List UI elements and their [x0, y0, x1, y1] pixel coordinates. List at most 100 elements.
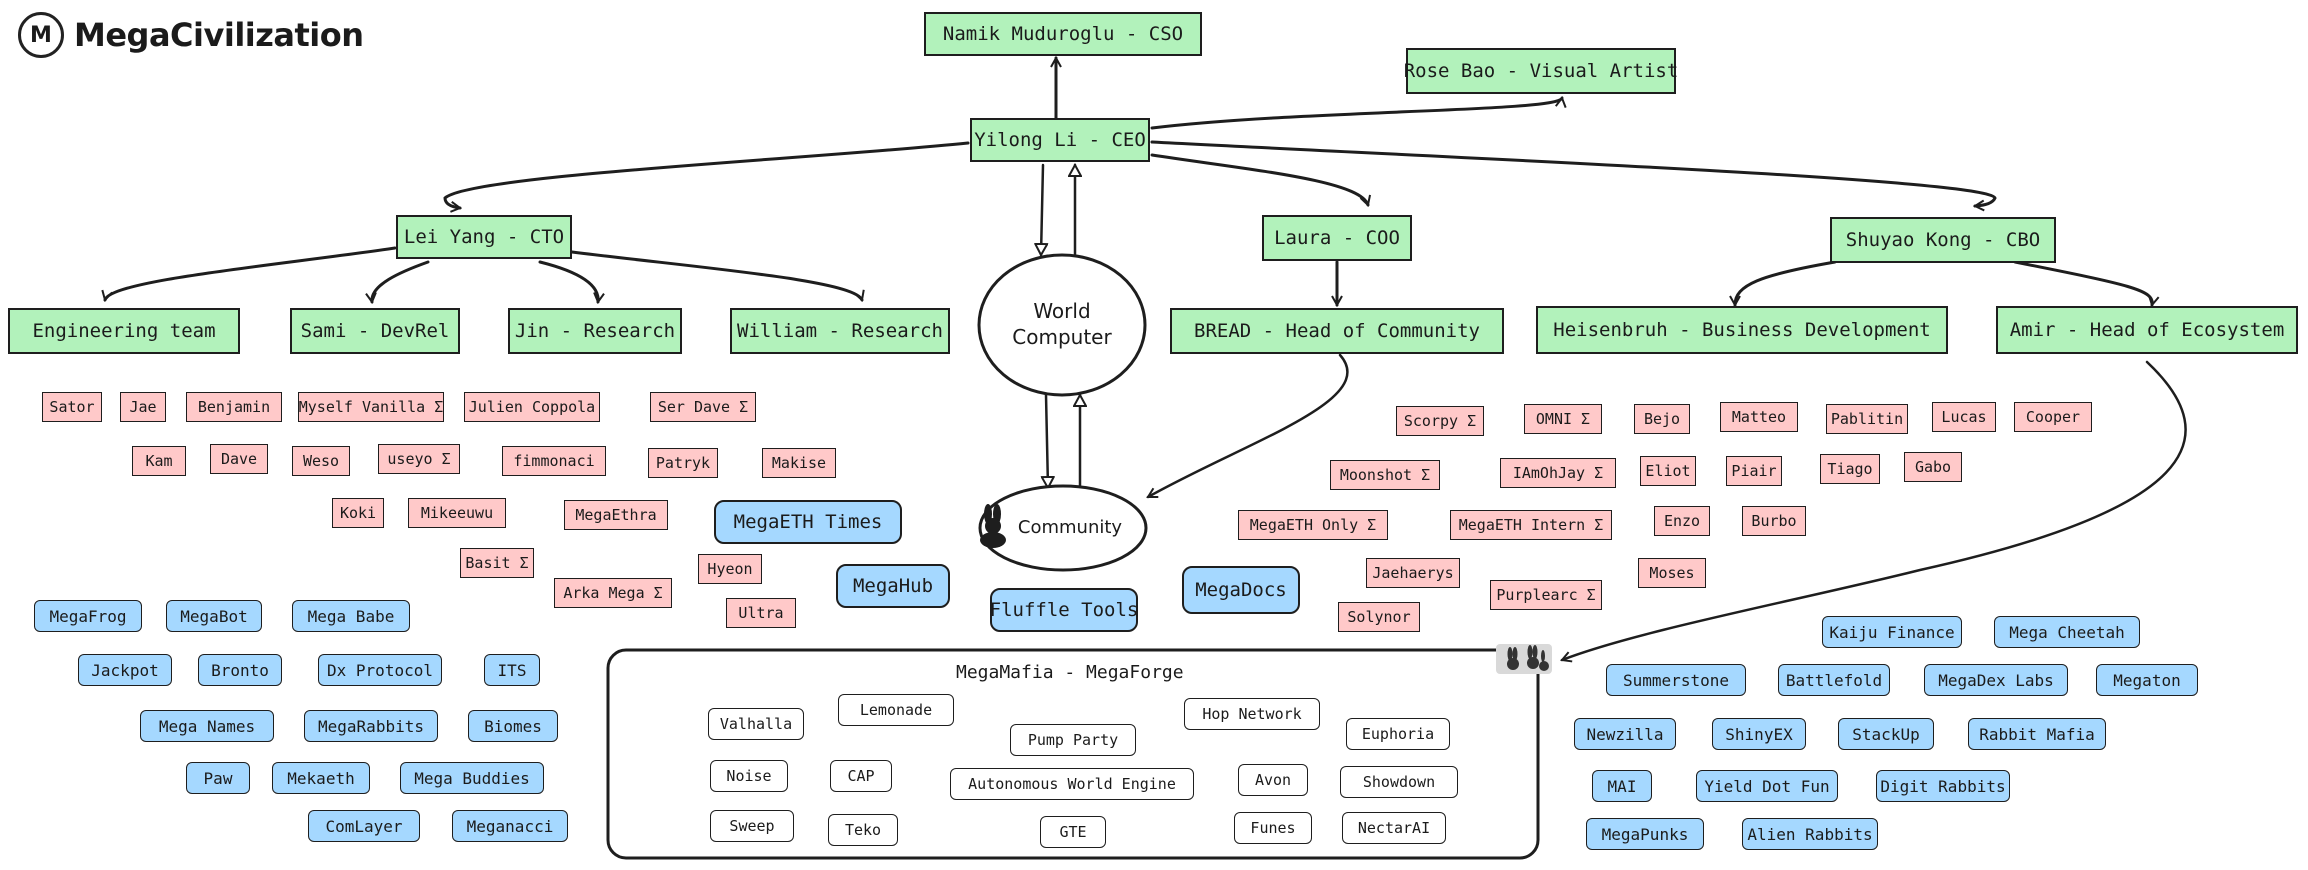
team-member: Makise	[762, 448, 836, 478]
ecosystem-project: ITS	[484, 654, 540, 686]
ecosystem-project: Newzilla	[1574, 718, 1676, 750]
ceo-to-cbo-line	[1150, 140, 1997, 206]
forge-project: Sweep	[710, 810, 794, 842]
forge-project: Showdown	[1340, 766, 1458, 798]
project-megadocs: MegaDocs	[1182, 566, 1300, 614]
ecosystem-project: Megaton	[2096, 664, 2198, 696]
team-member: fimmonaci	[502, 446, 606, 476]
role-bread: BREAD - Head of Community	[1170, 308, 1504, 354]
project-megaeth-times: MegaETH Times	[714, 500, 902, 544]
world-computer-circle	[977, 253, 1147, 397]
team-member: Arka Mega Σ	[554, 578, 672, 608]
team-member: Ultra	[726, 598, 796, 628]
community-member: Cooper	[2014, 402, 2092, 432]
brand-logo: M MegaCivilization	[18, 12, 364, 58]
team-member: Julien Coppola	[464, 392, 600, 422]
community-member: Piair	[1726, 456, 1782, 486]
role-coo: Laura - COO	[1262, 215, 1412, 261]
forge-project: Hop Network	[1184, 698, 1320, 730]
project-megahub: MegaHub	[836, 564, 950, 608]
world-computer-label: World Computer	[992, 298, 1132, 350]
ecosystem-project: MegaPunks	[1586, 818, 1704, 850]
team-member: Weso	[292, 446, 350, 476]
community-member: Tiago	[1820, 454, 1880, 484]
ecosystem-project: Paw	[186, 762, 250, 794]
team-member: Basit Σ	[460, 548, 534, 578]
community-member: Matteo	[1720, 402, 1798, 432]
ecosystem-project: MegaRabbits	[304, 710, 438, 742]
team-member: Kam	[132, 446, 186, 476]
team-member: Patryk	[648, 448, 718, 478]
forge-project: Autonomous World Engine	[950, 768, 1194, 800]
bread-to-community-line	[1148, 353, 1349, 499]
role-heisenbruh: Heisenbruh - Business Development	[1536, 306, 1948, 354]
ecosystem-project: MegaDex Labs	[1924, 664, 2068, 696]
role-ceo: Yilong Li - CEO	[970, 118, 1150, 162]
logo-icon: M	[18, 12, 64, 58]
community-member: OMNI Σ	[1524, 404, 1602, 434]
forge-project: CAP	[830, 760, 892, 792]
ecosystem-project: Rabbit Mafia	[1968, 718, 2106, 750]
world-computer-line1: World	[1033, 299, 1091, 323]
team-member: MegaEthra	[564, 500, 668, 530]
ecosystem-project: Digit Rabbits	[1876, 770, 2010, 802]
community-member: Gabo	[1904, 452, 1962, 482]
team-member: Jae	[120, 392, 166, 422]
team-member: Benjamin	[186, 392, 282, 422]
role-jin-research: Jin - Research	[508, 308, 682, 354]
world-computer-line2: Computer	[1012, 325, 1112, 349]
ecosystem-project: ShinyEX	[1712, 718, 1806, 750]
ecosystem-project: Alien Rabbits	[1742, 818, 1878, 850]
project-fluffle-tools: Fluffle Tools	[990, 588, 1138, 632]
world-to-community-line	[1046, 393, 1048, 488]
ecosystem-project: Mega Babe	[292, 600, 410, 632]
community-member: MegaETH Intern Σ	[1450, 510, 1612, 540]
community-member: Moses	[1638, 558, 1706, 588]
ecosystem-project: Biomes	[468, 710, 558, 742]
role-cso: Namik Muduroglu - CSO	[924, 12, 1202, 56]
ecosystem-project: MegaFrog	[34, 600, 142, 632]
team-member: Mikeeuwu	[408, 498, 506, 528]
megaforge-title: MegaMafia - MegaForge	[956, 662, 1184, 683]
community-member: Moonshot Σ	[1330, 460, 1440, 490]
forge-project: Avon	[1238, 764, 1308, 796]
ecosystem-project: Mega Names	[140, 710, 274, 742]
bunny-icon	[976, 504, 1010, 548]
team-member: Myself Vanilla Σ	[298, 392, 444, 422]
community-member: MegaETH Only Σ	[1238, 510, 1388, 540]
role-visual-artist: Rose Bao - Visual Artist	[1404, 48, 1678, 94]
forge-project: Teko	[828, 814, 898, 846]
ceo-to-cto-line	[443, 141, 970, 208]
forge-project: GTE	[1040, 816, 1106, 848]
ceo-to-world-line	[1041, 163, 1043, 255]
community-member: Scorpy Σ	[1396, 406, 1484, 436]
team-member: Koki	[332, 498, 384, 528]
cto-to-engineering-line	[105, 246, 397, 300]
community-member: Lucas	[1932, 402, 1996, 432]
community-member: Burbo	[1742, 506, 1806, 536]
cbo-to-amir-line	[2013, 260, 2152, 305]
community-member: Purplearc Σ	[1490, 580, 1602, 610]
community-label: Community	[1017, 517, 1123, 538]
ecosystem-project: Yield Dot Fun	[1696, 770, 1838, 802]
forge-project: NectarAI	[1342, 812, 1446, 844]
forge-project: Funes	[1234, 812, 1312, 844]
ecosystem-project: StackUp	[1838, 718, 1934, 750]
team-member: Sator	[42, 392, 102, 422]
ecosystem-project: Battlefold	[1778, 664, 1890, 696]
forge-project: Valhalla	[708, 708, 804, 740]
community-member: Jaehaerys	[1366, 558, 1460, 588]
forge-project: Lemonade	[838, 694, 954, 726]
community-member: Eliot	[1640, 456, 1696, 486]
ecosystem-project: Mega Buddies	[400, 762, 544, 794]
cto-to-jin-line	[538, 260, 598, 302]
ecosystem-project: ComLayer	[308, 810, 420, 842]
ecosystem-project: MAI	[1592, 770, 1652, 802]
community-member: IAmOhJay Σ	[1500, 458, 1616, 488]
community-member: Enzo	[1654, 506, 1710, 536]
forge-project: Euphoria	[1346, 718, 1450, 750]
forge-project: Noise	[710, 760, 788, 792]
ceo-to-coo-line	[1150, 153, 1368, 205]
ecosystem-project: MegaBot	[166, 600, 262, 632]
